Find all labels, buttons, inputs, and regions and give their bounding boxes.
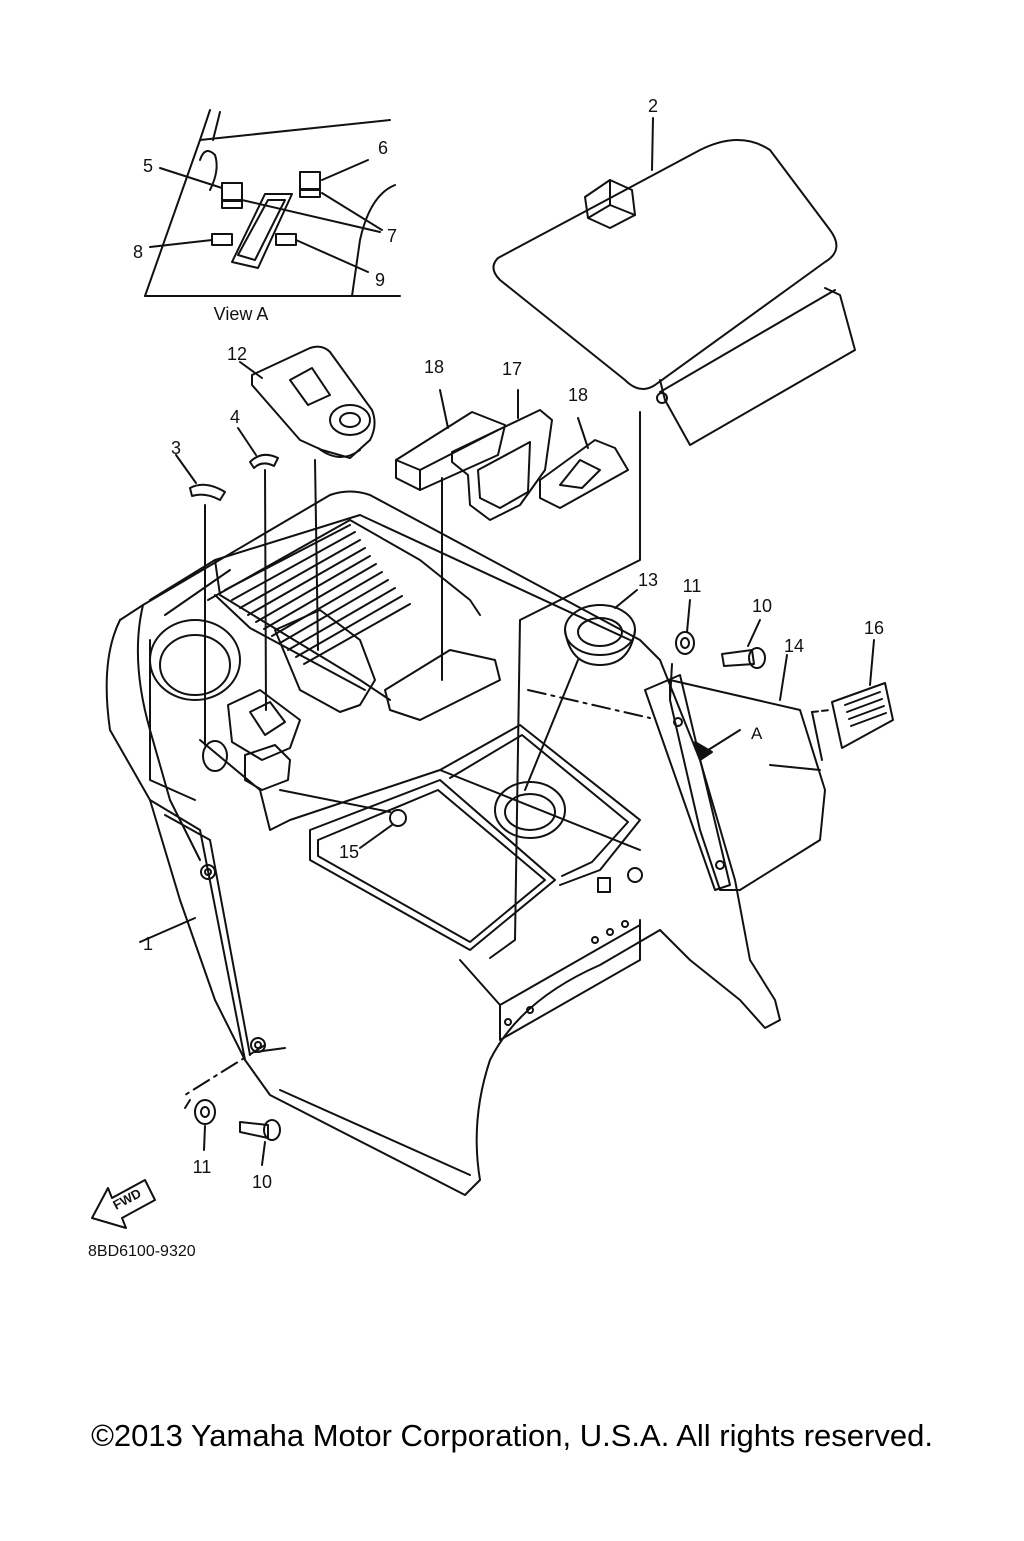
callout-8: 8	[133, 242, 143, 262]
fwd-arrow-icon: FWD	[91, 1179, 156, 1229]
view-a-label: View A	[214, 304, 269, 324]
view-a-marker: A	[751, 724, 763, 743]
diagram-code: 8BD6100-9320	[88, 1243, 196, 1260]
part-15-plug	[389, 809, 407, 827]
part-2-lid	[492, 117, 856, 446]
callout-15: 15	[339, 842, 359, 862]
callout-18b: 18	[568, 385, 588, 405]
part-14-side-cover	[644, 654, 826, 891]
copyright-notice: ©2013 Yamaha Motor Corporation, U.S.A. A…	[91, 1418, 933, 1453]
callout-17: 17	[502, 359, 522, 379]
callout-5: 5	[143, 156, 153, 176]
view-a-inset	[144, 109, 401, 297]
callout-11b: 11	[193, 1157, 212, 1177]
part-17-18-brackets	[395, 389, 629, 521]
callout-10b: 10	[252, 1172, 272, 1192]
callout-14: 14	[784, 636, 804, 656]
callout-7: 7	[387, 226, 397, 246]
part-9-pad	[275, 233, 297, 246]
part-3-4-plates	[175, 427, 279, 501]
callout-16: 16	[864, 618, 884, 638]
part-12-cover	[239, 345, 376, 459]
part-10-11-fasteners-left	[184, 1099, 281, 1166]
callout-12: 12	[227, 344, 247, 364]
callout-6: 6	[378, 138, 388, 158]
callout-11: 11	[683, 576, 702, 596]
part-8-pad	[211, 233, 233, 246]
part-16-label	[811, 639, 894, 761]
callout-3: 3	[171, 438, 181, 458]
part-13-grommet	[524, 589, 638, 791]
callout-18a: 18	[424, 357, 444, 377]
part-6-pad	[299, 171, 321, 191]
callout-2: 2	[648, 96, 658, 116]
part-5-pad	[221, 182, 243, 202]
part-1-console	[105, 490, 781, 1196]
callout-1: 1	[143, 934, 153, 954]
callout-9: 9	[375, 270, 385, 290]
callout-13: 13	[638, 570, 658, 590]
callout-4: 4	[230, 407, 240, 427]
callout-10: 10	[752, 596, 772, 616]
leader-lines	[184, 411, 651, 1096]
part-10-11-fasteners-right	[675, 599, 766, 669]
